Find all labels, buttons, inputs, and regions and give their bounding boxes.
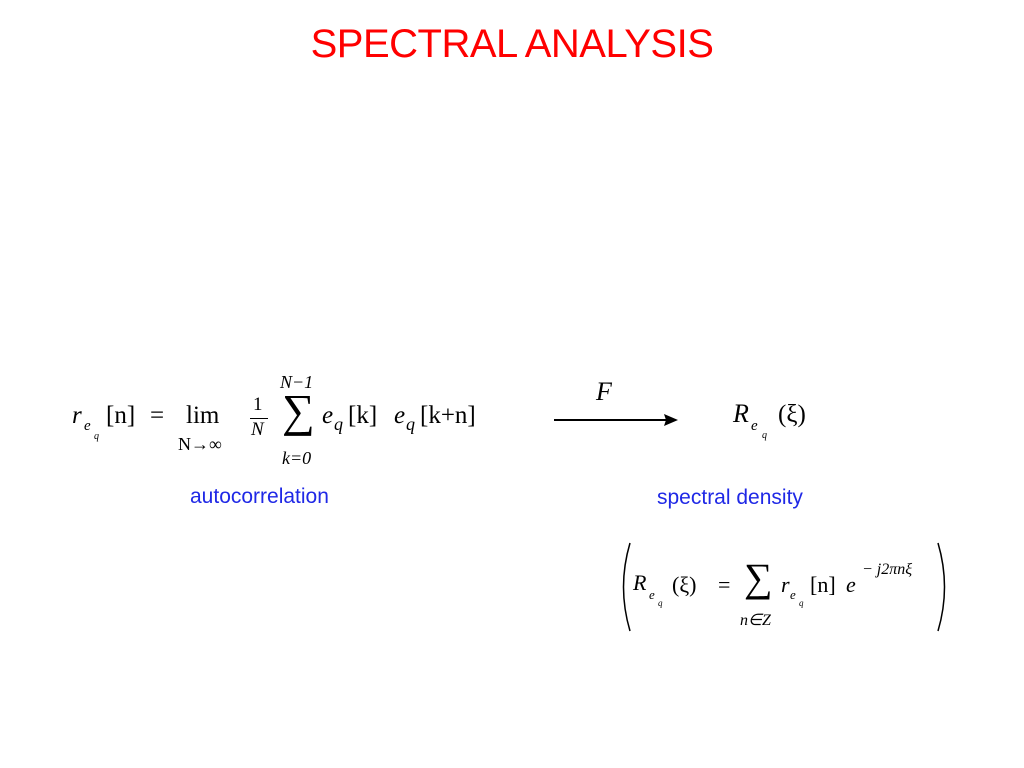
autocorr-lhs-subsub: q [94,431,99,442]
term2-arg: [k+n] [420,402,476,429]
def-lhs-arg: (ξ) [672,572,697,597]
slide-title: SPECTRAL ANALYSIS [310,22,714,66]
def-r-symbol: r [781,572,790,597]
def-exp-base: e [846,572,856,597]
term1-sub: q [334,414,343,434]
autocorr-equals: = [150,402,165,429]
right-paren-icon [937,542,946,632]
spectral-subsub: q [762,430,767,441]
autocorrelation-caption: autocorrelation [190,485,329,508]
right-arrow-icon [554,414,678,426]
term2-sub: q [406,414,415,434]
fraction-denominator: N [251,419,264,440]
autocorr-lhs-arg: [n] [106,402,136,429]
sum-symbol: ∑ [282,385,315,436]
def-exp-power: − j2πnξ [862,561,913,578]
def-lhs-subsub: q [658,598,663,608]
transform-label: F [596,377,612,406]
def-equals: = [718,572,731,597]
fraction-bar [250,418,268,419]
fraction-numerator: 1 [253,394,263,415]
left-paren-icon [622,542,631,632]
spectral-arg: (ξ) [778,401,806,428]
def-r-arg: [n] [810,572,836,597]
def-lhs-sub: e [649,587,655,602]
lim-operator: lim [186,402,220,429]
def-lhs-symbol: R [633,570,647,595]
autocorr-lhs-symbol: r [72,402,82,429]
sum-upper-limit: N−1 [280,372,314,392]
spectral-sub: e [751,418,758,434]
spectral-symbol: R [733,399,749,428]
term2-symbol: e [394,402,406,429]
term1-symbol: e [322,402,334,429]
lim-subscript: N→∞ [178,434,222,454]
sum-lower-limit: k=0 [282,448,312,468]
def-sum-symbol: ∑ [744,555,773,600]
def-sum-lower: n∈Z [740,612,771,629]
autocorr-lhs-sub: e [84,418,91,434]
def-r-sub: e [790,587,796,602]
spectral-density-caption: spectral density [657,486,803,509]
def-r-subsub: q [799,598,804,608]
term1-arg: [k] [348,402,378,429]
